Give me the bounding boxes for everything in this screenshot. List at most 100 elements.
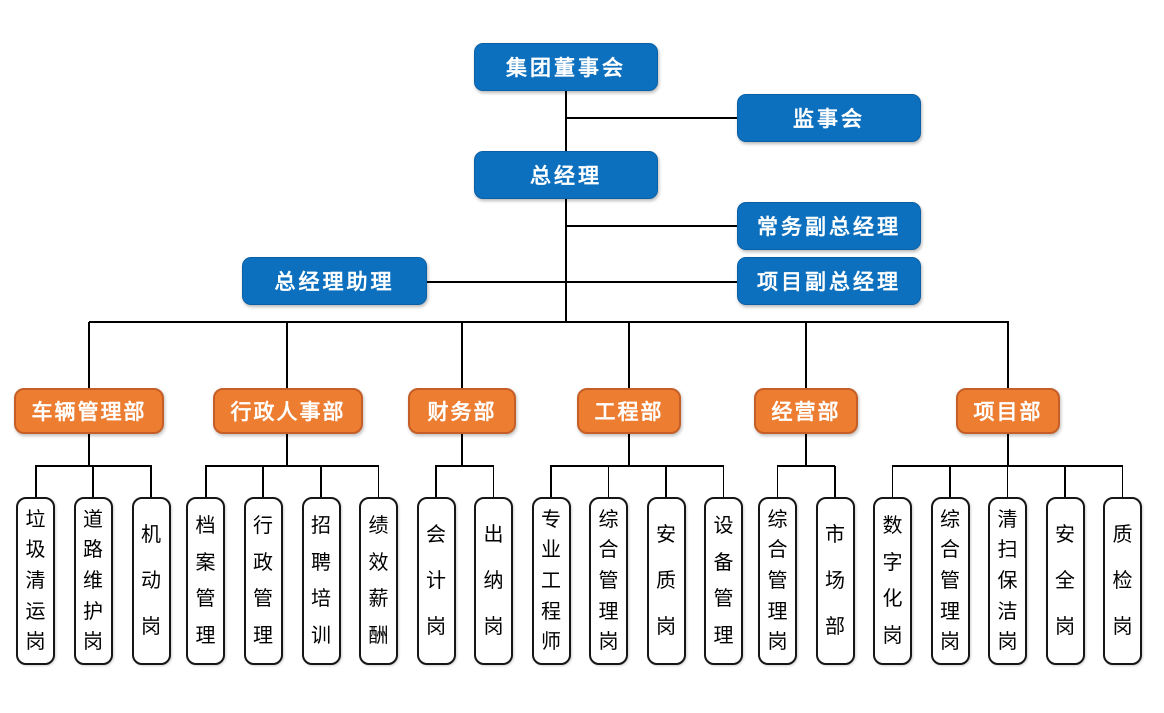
position-label-char: 动 (141, 570, 161, 592)
position-label-char: 合 (767, 539, 788, 562)
position-box: 质检岗 (1103, 497, 1142, 665)
position-label-char: 师 (541, 631, 561, 654)
position-label-char: 道 (83, 508, 103, 531)
position-label-char: 质 (1112, 524, 1133, 546)
node-gm-assistant: 总经理助理 (242, 257, 427, 305)
position-box: 综合管理岗 (930, 497, 970, 665)
position-box: 道路维护岗 (73, 497, 113, 665)
connector-dept-drop (1007, 322, 1009, 388)
connector-dept-stub (461, 434, 463, 466)
position-label-char: 案 (195, 551, 216, 574)
position-box: 会计岗 (416, 497, 456, 665)
position-label-char: 理 (253, 625, 273, 648)
position-label-char: 绩 (368, 514, 389, 537)
connector-position-drop (1006, 466, 1009, 497)
position-label-char: 场 (825, 570, 845, 592)
connector-position-drop (92, 466, 94, 497)
position-label-char: 质 (656, 570, 676, 592)
dept-engineering: 工程部 (577, 388, 681, 434)
position-box: 出纳岗 (474, 497, 513, 665)
position-label-char: 效 (368, 551, 389, 574)
connector-position-drop (435, 466, 437, 497)
connector-group-bus (205, 465, 379, 467)
node-project-deputy-gm: 项目副总经理 (737, 257, 921, 305)
position-label-char: 岗 (483, 616, 504, 638)
position-label-char: 理 (940, 600, 960, 623)
position-label-char: 数 (882, 514, 903, 537)
connector-position-drop (320, 466, 322, 497)
position-label-char: 培 (311, 588, 331, 611)
connector-dept-stub (628, 434, 630, 466)
dept-hr-admin: 行政人事部 (213, 388, 363, 434)
connector-position-drop (205, 466, 207, 497)
connector-trunk (565, 199, 568, 323)
position-label-char: 岗 (25, 631, 46, 654)
position-label-char: 管 (195, 588, 216, 611)
connector-position-drop (492, 466, 495, 497)
position-label-char: 圾 (25, 539, 46, 562)
position-label-char: 安 (656, 524, 676, 546)
position-label-char: 合 (598, 539, 619, 562)
position-label-char: 专 (541, 508, 561, 531)
connector-group-bus (435, 465, 494, 467)
position-label-char: 检 (1112, 570, 1133, 592)
position-label-char: 理 (598, 600, 619, 623)
position-label-char: 纳 (483, 570, 504, 592)
connector-dept-stub (1007, 434, 1009, 466)
position-label-char: 业 (541, 539, 561, 562)
node-board-of-directors: 集团董事会 (474, 43, 658, 91)
connector-main-bus (88, 321, 1009, 323)
position-label-char: 路 (83, 539, 103, 562)
position-label-char: 出 (483, 524, 504, 546)
connector-dept-stub (88, 434, 90, 466)
position-label-char: 综 (767, 508, 788, 531)
position-label-char: 会 (426, 524, 446, 546)
connector-dept-stub (286, 434, 288, 466)
connector-assistant-project-deputy (427, 281, 737, 283)
position-label-char: 岗 (1055, 616, 1075, 638)
connector-supervisory-board (566, 117, 737, 119)
position-label-char: 岗 (940, 631, 960, 654)
connector-position-drop (891, 466, 894, 497)
connector-position-drop (722, 466, 725, 497)
position-box: 市场部 (815, 497, 855, 665)
connector-position-drop (35, 466, 37, 497)
connector-position-drop (1121, 466, 1124, 497)
connector-executive-deputy (566, 225, 737, 227)
position-label-char: 垃 (25, 508, 46, 531)
position-label-char: 政 (253, 551, 273, 574)
position-label-char: 岗 (882, 625, 903, 648)
connector-dept-drop (461, 322, 463, 388)
position-label-char: 维 (83, 569, 103, 592)
position-box: 机动岗 (131, 497, 171, 665)
position-label-char: 理 (195, 625, 216, 648)
position-label-char: 综 (940, 508, 960, 531)
position-label-char: 岗 (598, 631, 619, 654)
position-box: 绩效薪酬 (359, 497, 398, 665)
connector-position-drop (665, 466, 667, 497)
position-label-char: 程 (541, 600, 561, 623)
position-box: 清扫保洁岗 (988, 497, 1027, 665)
position-label-char: 计 (426, 570, 446, 592)
node-supervisory-board: 监事会 (737, 94, 921, 142)
position-label-char: 扫 (997, 539, 1018, 562)
position-label-char: 护 (83, 600, 103, 623)
connector-position-drop (607, 466, 610, 497)
position-label-char: 管 (598, 569, 619, 592)
connector-position-drop (377, 466, 380, 497)
position-box: 档案管理 (186, 497, 225, 665)
connector-dept-drop (286, 322, 288, 388)
position-box: 综合管理岗 (589, 497, 628, 665)
position-label-char: 机 (141, 524, 161, 546)
position-label-char: 运 (25, 600, 46, 623)
dept-project: 项目部 (956, 388, 1060, 434)
position-label-char: 全 (1055, 570, 1075, 592)
position-label-char: 备 (713, 551, 734, 574)
position-label-char: 行 (253, 514, 273, 537)
position-box: 综合管理岗 (758, 497, 797, 665)
position-label-char: 合 (940, 539, 960, 562)
position-label-char: 酬 (368, 625, 389, 648)
node-executive-deputy-gm: 常务副总经理 (737, 202, 921, 250)
connector-dept-drop (88, 322, 90, 388)
